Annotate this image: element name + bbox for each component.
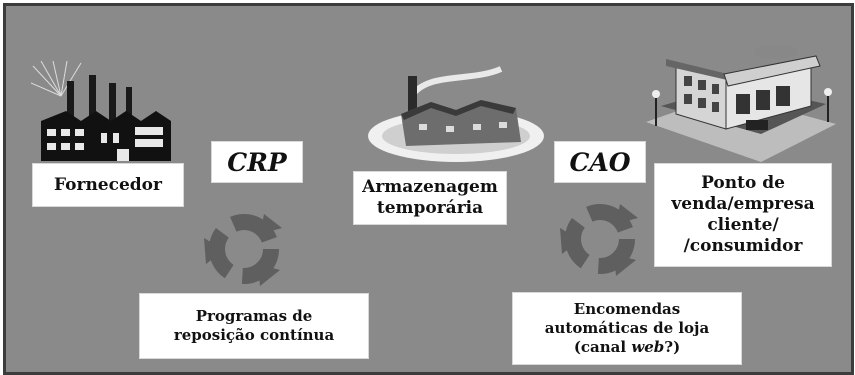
node-ponto-line-2: venda/empresa [671, 194, 815, 214]
node-crp-label: CRP [227, 147, 287, 177]
cycle-arrows-icon [204, 214, 282, 286]
canal-suffix: ?) [664, 338, 681, 356]
node-fornecedor: Fornecedor [32, 163, 184, 207]
node-encomendas-line-3: (canal web?) [545, 338, 709, 357]
store-icon [646, 45, 836, 162]
node-fornecedor-label: Fornecedor [54, 174, 162, 195]
node-cao: CAO [554, 141, 646, 183]
node-encomendas-line-2: automáticas de loja [544, 319, 710, 337]
node-armazenagem-line-2: temporária [376, 198, 484, 218]
node-cao-label: CAO [569, 147, 631, 177]
warehouse-icon [368, 66, 544, 162]
node-crp: CRP [211, 141, 303, 183]
node-ponto-line-3: cliente/ [707, 215, 779, 235]
node-ponto-de-venda: Ponto de venda/empresa cliente/ /consumi… [654, 163, 832, 267]
node-ponto-line-1: Ponto de [701, 173, 785, 193]
node-programas-line-2: reposição contínua [173, 326, 335, 344]
factory-icon [31, 61, 171, 161]
diagram-frame: Fornecedor CRP Armazenagem temporária CA… [3, 3, 854, 375]
node-armazenagem-line-1: Armazenagem [362, 177, 498, 197]
node-programas: Programas de reposição contínua [139, 293, 369, 359]
node-armazenagem: Armazenagem temporária [353, 171, 507, 225]
node-programas-line-1: Programas de [195, 307, 313, 325]
canal-web: web [631, 338, 665, 356]
node-ponto-line-4: /consumidor [683, 236, 803, 256]
canal-prefix: (canal [573, 338, 632, 356]
node-encomendas: Encomendas automáticas de loja (canal we… [512, 292, 742, 365]
node-encomendas-line-1: Encomendas [573, 300, 681, 318]
cycle-arrows-icon [560, 204, 638, 276]
